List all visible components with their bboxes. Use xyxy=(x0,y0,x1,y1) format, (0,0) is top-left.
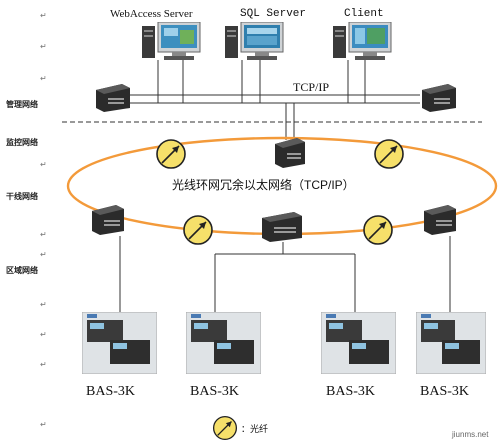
zone-label-area: 区域网络 xyxy=(6,266,38,275)
legend-fiber-icon xyxy=(212,415,238,441)
paragraph-mark: ↵ xyxy=(40,160,47,169)
sql-server-computer-icon xyxy=(225,22,284,60)
paragraph-mark: ↵ xyxy=(40,300,47,309)
ring-switch-top-icon xyxy=(275,138,305,168)
watermark: jiunms.net xyxy=(452,430,489,439)
server-label-sql: SQL Server xyxy=(240,8,307,20)
ring-label: 光线环网冗余以太网络（TCP/IP） xyxy=(172,178,355,192)
webaccess-server-computer-icon xyxy=(142,22,201,60)
zone-label-monitoring: 监控网络 xyxy=(6,138,38,147)
controller-label: BAS-3K xyxy=(86,384,136,399)
paragraph-mark: ↵ xyxy=(40,74,47,83)
paragraph-mark: ↵ xyxy=(40,11,47,20)
paragraph-mark: ↵ xyxy=(40,250,47,259)
server-label-client: Client xyxy=(344,8,384,20)
legend-label: ：光纤 xyxy=(241,424,269,434)
fiber-icon xyxy=(183,215,213,245)
controller-label: BAS-3K xyxy=(420,384,470,399)
paragraph-mark: ↵ xyxy=(40,420,47,429)
bas-controller-icon xyxy=(321,312,396,374)
bas-controller-icon xyxy=(82,312,157,374)
zone-label-trunk: 干线网络 xyxy=(6,192,38,201)
bus-label: TCP/IP xyxy=(293,80,330,94)
bas-controller-icon xyxy=(416,312,486,374)
bas-controller-icon xyxy=(186,312,261,374)
ring-switch-left-icon xyxy=(92,205,124,235)
ring-switch-bottom-icon xyxy=(262,212,302,242)
paragraph-mark: ↵ xyxy=(40,230,47,239)
fiber-icon xyxy=(156,139,186,169)
controller-label: BAS-3K xyxy=(190,384,240,399)
client-computer-icon xyxy=(333,22,392,60)
zone-label-management: 管理网络 xyxy=(6,100,38,109)
paragraph-mark: ↵ xyxy=(40,42,47,51)
management-switch-left-icon xyxy=(96,84,130,112)
controller-label: BAS-3K xyxy=(326,384,376,399)
fiber-icon xyxy=(374,139,404,169)
management-switch-right-icon xyxy=(422,84,456,112)
ring-switch-right-icon xyxy=(424,205,456,235)
paragraph-mark: ↵ xyxy=(40,360,47,369)
fiber-icon xyxy=(363,215,393,245)
paragraph-mark: ↵ xyxy=(40,330,47,339)
server-label-webaccess: WebAccess Server xyxy=(110,8,193,20)
